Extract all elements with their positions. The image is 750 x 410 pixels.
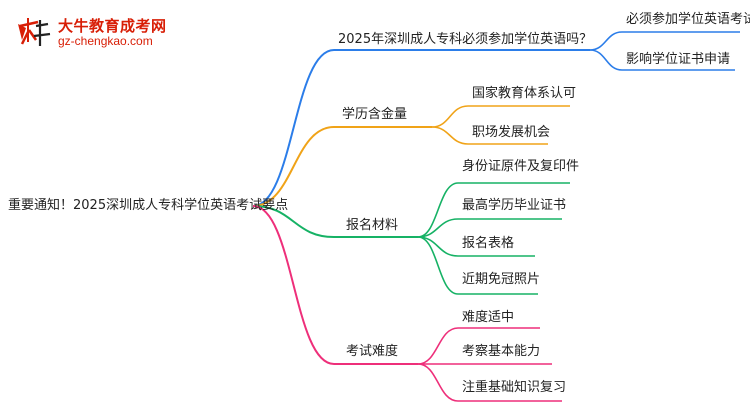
- connector-root-to-degree-english: [252, 49, 335, 207]
- branch-label-credential-value: 学历含金量: [342, 107, 408, 122]
- connector-credential-value-leaf-2: [431, 126, 469, 145]
- connector-root-to-application-materials: [252, 205, 335, 238]
- leaf-label-must-take-exam: 必须参加学位英语考试: [626, 12, 750, 27]
- site-logo: 大牛教育成考网 gz-chengkao.com: [14, 12, 174, 52]
- leaf-label-career-opportunities: 职场发展机会: [472, 125, 551, 140]
- branch-label-degree-english: 2025年深圳成人专科必须参加学位英语吗？: [338, 32, 593, 47]
- connector-root-to-exam-difficulty: [252, 205, 335, 365]
- leaf-label-id-card: 身份证原件及复印件: [462, 159, 580, 174]
- leaf-label-basic-review: 注重基础知识复习: [462, 380, 567, 395]
- branch-label-application-materials: 报名材料: [346, 218, 399, 233]
- leaf-label-photo: 近期免冠照片: [462, 272, 541, 287]
- mindmap-root-label: 重要通知！2025深圳成人专科学位英语考试要点: [8, 198, 289, 213]
- connector-degree-english-leaf-2: [589, 49, 623, 71]
- branch-label-exam-difficulty: 考试难度: [346, 344, 399, 359]
- logo-url: gz-chengkao.com: [58, 34, 153, 48]
- leaf-label-basic-ability: 考察基本能力: [462, 344, 541, 359]
- connector-application-materials-leaf-1: [417, 182, 459, 238]
- connector-exam-difficulty-leaf-3: [417, 363, 459, 402]
- leaf-label-application-form: 报名表格: [462, 236, 515, 251]
- connector-root-to-credential-value: [252, 126, 335, 207]
- connector-application-materials-leaf-2: [417, 218, 459, 238]
- connector-credential-value-leaf-1: [431, 105, 469, 128]
- connector-degree-english-leaf-1: [589, 31, 623, 51]
- connector-application-materials-leaf-4: [417, 236, 459, 295]
- leaf-label-affects-degree: 影响学位证书申请: [626, 52, 731, 67]
- logo-title: 大牛教育成考网: [58, 17, 167, 35]
- leaf-label-moderate-difficulty: 难度适中: [462, 310, 515, 325]
- leaf-label-diploma: 最高学历毕业证书: [462, 198, 567, 213]
- leaf-label-national-recognition: 国家教育体系认可: [472, 86, 577, 101]
- connector-exam-difficulty-leaf-1: [417, 327, 459, 365]
- logo-mark-icon: [18, 18, 51, 46]
